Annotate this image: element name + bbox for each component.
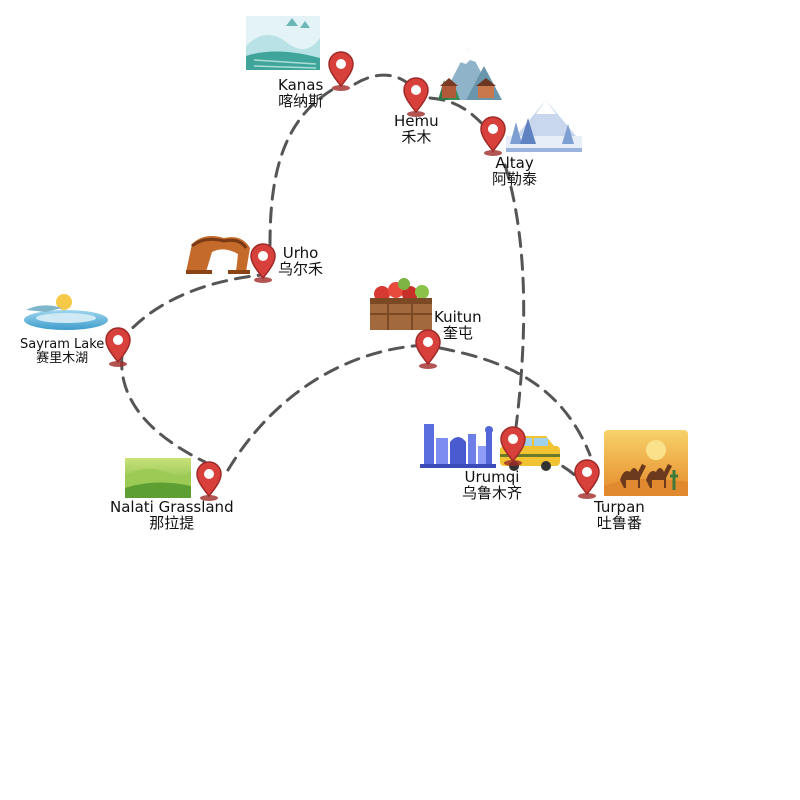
- location-label-urumqi: Urumqi 乌鲁木齐: [462, 468, 523, 502]
- location-label-sayram: Sayram Lake 赛里木湖: [20, 337, 105, 366]
- snow-forest-icon: [506, 100, 582, 152]
- rock-arch-icon: [186, 236, 250, 274]
- location-label-hemu: Hemu 禾木: [394, 112, 439, 146]
- location-label-turpan: Turpan 吐鲁番: [594, 498, 645, 532]
- map-pin-icon[interactable]: [403, 77, 429, 117]
- map-pin-icon[interactable]: [500, 426, 526, 466]
- location-label-kanas: Kanas 喀纳斯: [278, 76, 324, 110]
- map-pin-icon[interactable]: [196, 461, 222, 501]
- map-pin-icon[interactable]: [574, 459, 600, 499]
- map-pin-icon[interactable]: [328, 51, 354, 91]
- apple-crate-icon: [370, 278, 432, 330]
- snowy-field-icon: [246, 16, 320, 70]
- route-line: [116, 73, 592, 482]
- map-pin-icon[interactable]: [415, 329, 441, 369]
- location-label-altay: Altay 阿勒泰: [492, 154, 538, 188]
- location-label-urho: Urho 乌尔禾: [278, 244, 324, 278]
- lake-sun-icon: [24, 294, 108, 330]
- map-pin-icon[interactable]: [480, 116, 506, 156]
- city-skyline-icon: [420, 424, 496, 468]
- desert-camel-icon: [604, 430, 688, 496]
- location-label-nalati: Nalati Grassland 那拉提: [110, 498, 234, 532]
- map-pin-icon[interactable]: [250, 243, 276, 283]
- grassland-icon: [125, 458, 191, 498]
- mountain-village-icon: [438, 48, 502, 100]
- map-pin-icon[interactable]: [105, 327, 131, 367]
- location-label-kuitun: Kuitun 奎屯: [434, 308, 482, 342]
